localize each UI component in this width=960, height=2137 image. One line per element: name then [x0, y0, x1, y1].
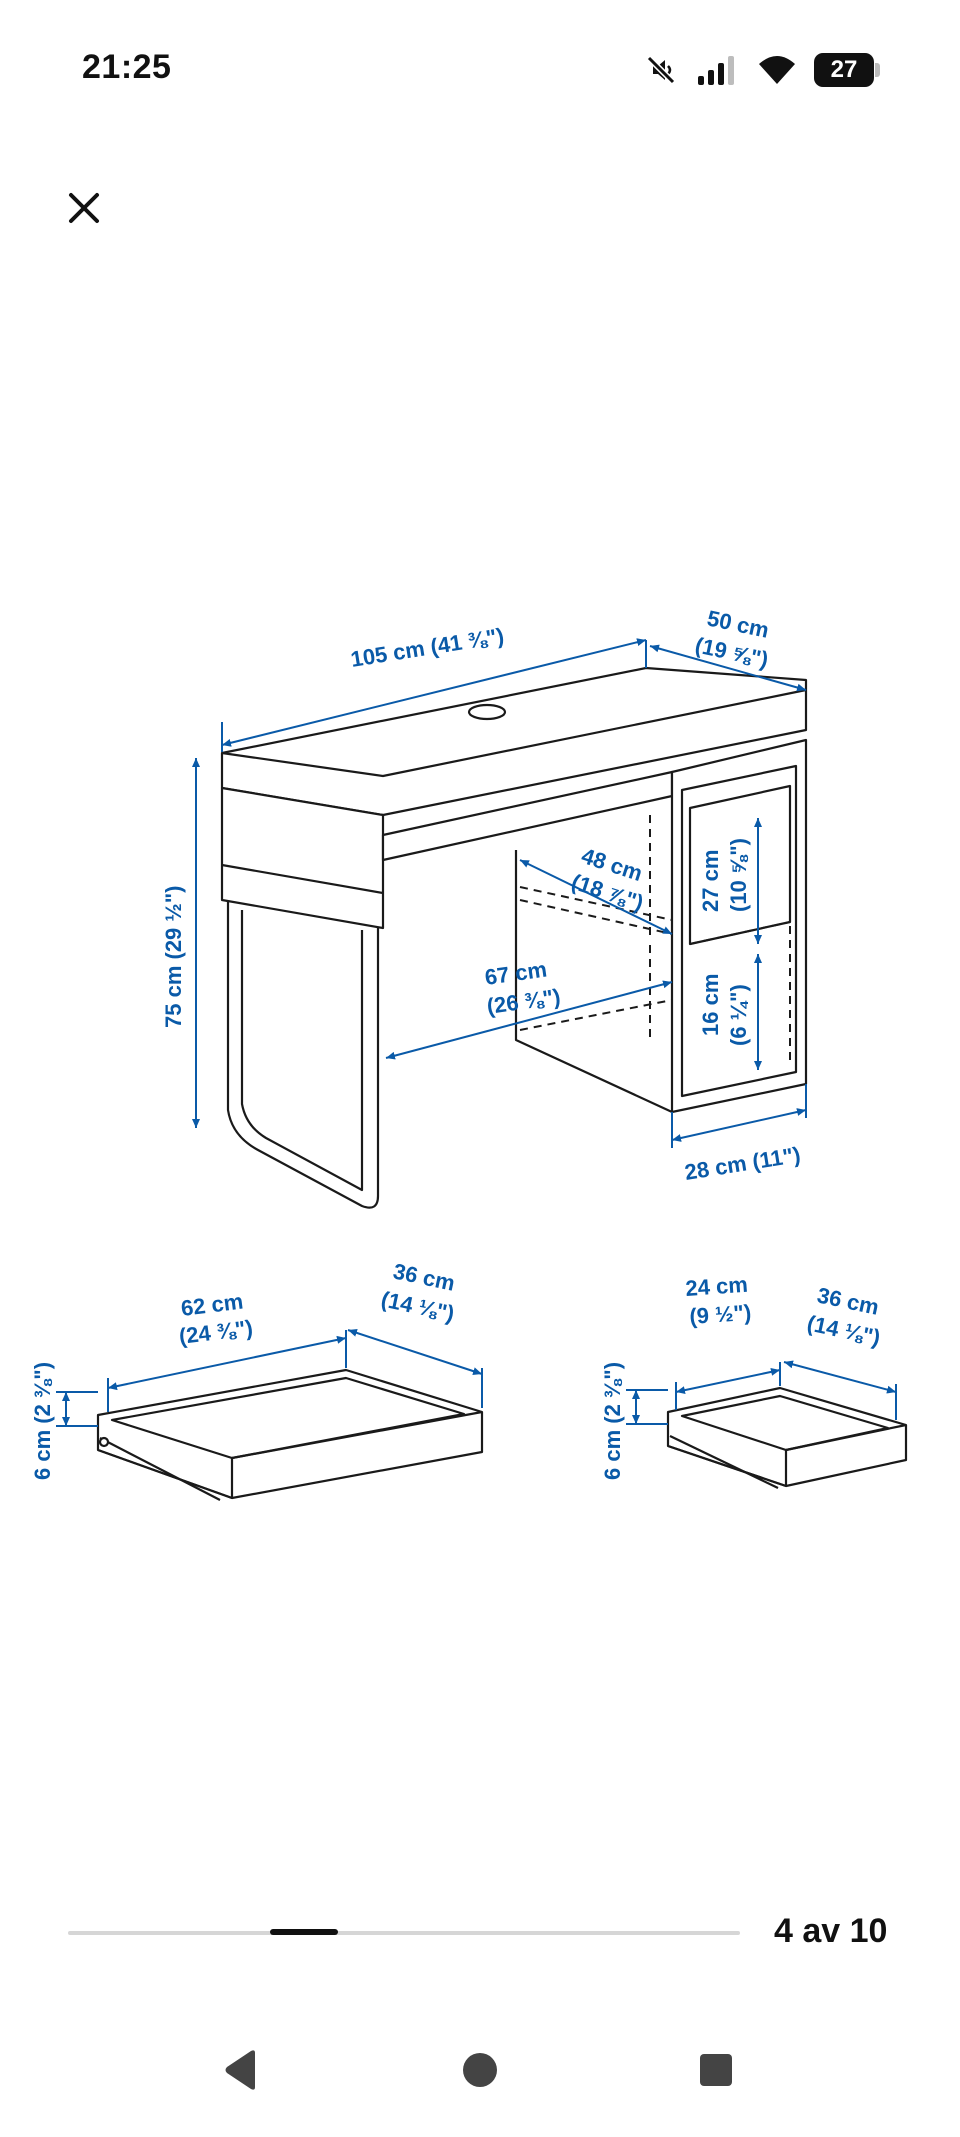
- small-drawer-height-label: 6 cm (2 ⅜"): [600, 1362, 625, 1480]
- close-button[interactable]: [62, 186, 106, 230]
- desk-height-label: 75 cm (29 ½"): [161, 885, 186, 1028]
- image-pager: 4 av 10: [68, 1912, 888, 1952]
- status-time: 21:25: [82, 48, 172, 86]
- recents-button[interactable]: [686, 2040, 746, 2100]
- shelf-lower-in-label: (6 ¼"): [726, 984, 751, 1046]
- desk-width-label: 105 cm (41 ⅜"): [349, 623, 506, 672]
- product-image-viewer[interactable]: 105 cm (41 ⅜") 50 cm (19 ⅝") 75 cm (29 ½…: [0, 560, 960, 1560]
- image-counter: 4 av 10: [774, 1912, 888, 1950]
- pager-indicator: [270, 1929, 338, 1935]
- large-drawer-drawing: [96, 1368, 484, 1501]
- cabinet-width-label: 28 cm (11"): [683, 1142, 802, 1185]
- battery-icon: 27: [814, 53, 880, 87]
- dimension-drawing: 105 cm (41 ⅜") 50 cm (19 ⅝") 75 cm (29 ½…: [30, 605, 908, 1501]
- back-button[interactable]: [212, 2040, 272, 2100]
- leg-space-cm-label: 67 cm: [483, 957, 548, 990]
- signal-icon: [698, 56, 734, 85]
- small-drawer-width-cm-label: 24 cm: [685, 1272, 749, 1301]
- shelf-upper-cm-label: 27 cm: [698, 850, 723, 912]
- shelf-lower-cm-label: 16 cm: [698, 974, 723, 1036]
- navigation-bar: [0, 2040, 960, 2137]
- wifi-icon: [759, 56, 795, 84]
- shelf-upper-in-label: (10 ⅝"): [726, 838, 751, 912]
- battery-level: 27: [814, 53, 874, 87]
- close-icon: [69, 193, 99, 223]
- status-icons: 27: [644, 50, 880, 90]
- pager-track[interactable]: [68, 1931, 740, 1935]
- desk-drawing: [220, 666, 808, 1209]
- small-drawer-width-in-label: (9 ½"): [689, 1300, 752, 1329]
- large-drawer-height-label: 6 cm (2 ⅜"): [30, 1362, 55, 1480]
- mute-icon: [646, 55, 676, 85]
- status-bar: 21:25 27: [0, 0, 960, 140]
- back-icon: [225, 2050, 255, 2090]
- large-drawer-width-cm-label: 62 cm: [180, 1289, 245, 1321]
- large-drawer-width-in-label: (24 ⅜"): [178, 1315, 255, 1349]
- home-button[interactable]: [450, 2040, 510, 2100]
- small-drawer-drawing: [666, 1386, 908, 1489]
- recents-icon: [700, 2054, 732, 2086]
- home-icon: [463, 2053, 497, 2087]
